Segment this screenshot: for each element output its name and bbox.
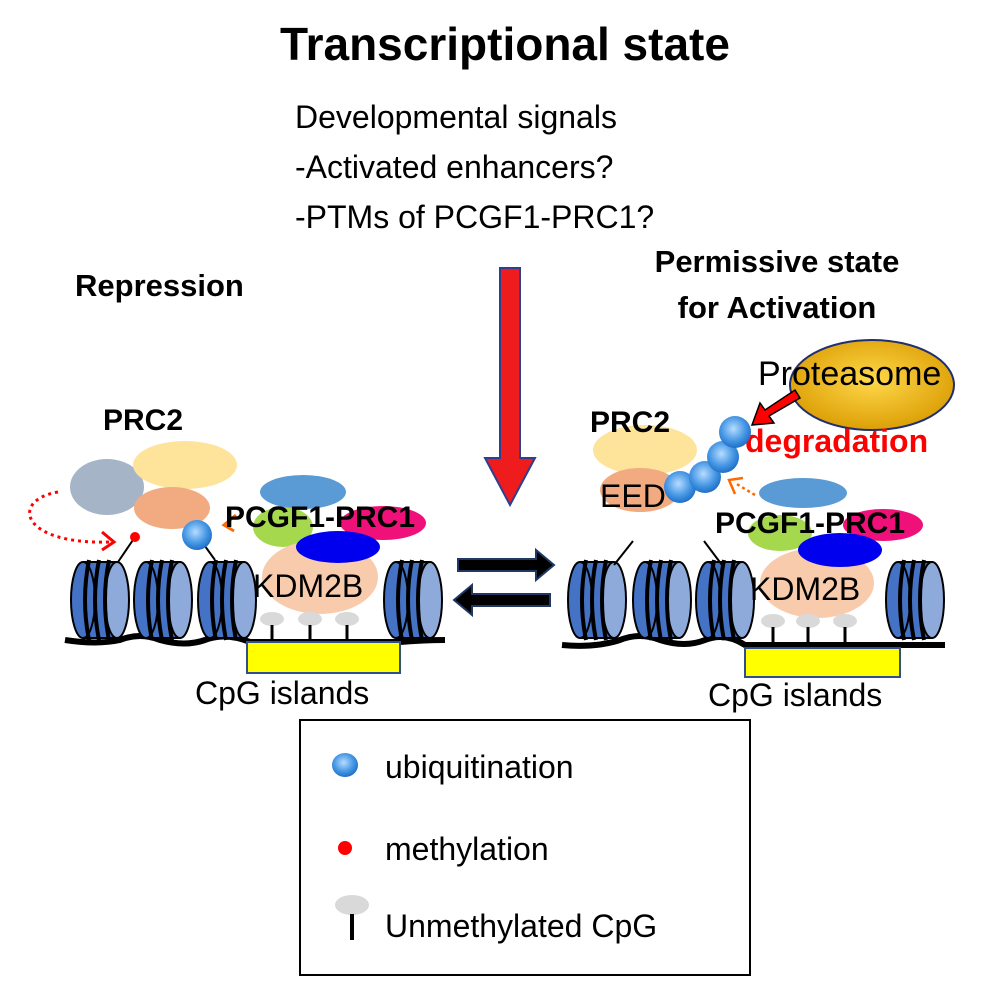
ubiquitination-orange-dotted-arrow: [734, 481, 756, 497]
signal-down-arrow: [483, 267, 537, 508]
right-cpg-label: CpG islands: [708, 677, 882, 713]
proteasome: [789, 339, 955, 431]
forward-arrow: [457, 547, 556, 583]
unmethylated-cpg: [759, 612, 787, 647]
signals-line-2: -Activated enhancers?: [295, 149, 613, 185]
nucleosome: [566, 558, 628, 642]
nucleosome: [884, 558, 946, 642]
nucleosome: [132, 558, 194, 642]
ubiquitin-mark: [182, 520, 212, 550]
right-eed-label: EED: [600, 478, 666, 514]
signals-line-1: Developmental signals: [295, 99, 617, 135]
left-prc2-label: PRC2: [103, 404, 183, 437]
methyl-mark: [130, 532, 140, 542]
nucleosome: [694, 558, 756, 642]
prc2-subunit-eed: [134, 487, 210, 529]
cpg-island-box: [246, 641, 401, 674]
ubiquitination-orange-arrow: [221, 513, 237, 533]
right-prc2-label: PRC2: [590, 406, 670, 439]
left-kdm2b-label: KDM2B: [253, 568, 363, 604]
signals-line-3: -PTMs of PCGF1-PRC1?: [295, 199, 654, 235]
legend-methylation: methylation: [385, 831, 549, 867]
ubiquitin-ball-icon: [332, 753, 358, 777]
degradation-arrow: [750, 388, 802, 426]
left-repression-panel: PRC2 PCGF1-PRC1 KDM2B CpG islands: [28, 404, 446, 711]
unmethylated-cpg: [333, 610, 361, 645]
cpg-island-box: [744, 647, 901, 678]
dna-strand: [561, 633, 945, 649]
diagram-title: Transcriptional state: [280, 18, 730, 70]
right-permissive-panel: Proteasome degradation PRC2 EED PCGF1-PR…: [561, 339, 955, 713]
legend: ubiquitination methylation Unmethylated …: [299, 719, 751, 976]
polyubiquitin-chain: [664, 471, 696, 503]
nucleosome: [382, 558, 444, 642]
unmethylated-cpg: [258, 610, 286, 645]
arrowhead: [101, 530, 117, 552]
legend-ubiquitination: ubiquitination: [385, 749, 574, 785]
nucleosome: [69, 558, 131, 642]
prc2-subunit-yellow: [133, 441, 237, 489]
permissive-label-line-2: for Activation: [678, 290, 877, 325]
methyl-dot-icon: [338, 841, 352, 855]
right-prc1-label: PCGF1-PRC1: [715, 507, 905, 540]
unmethylated-cpg: [831, 612, 859, 647]
right-kdm2b-label: KDM2B: [750, 571, 860, 607]
left-cpg-label: CpG islands: [195, 675, 369, 711]
legend-unmethylated-cpg: Unmethylated CpG: [385, 908, 657, 944]
repression-label: Repression: [75, 268, 244, 303]
degradation-label: degradation: [745, 423, 928, 459]
left-prc1-label: PCGF1-PRC1: [225, 501, 415, 534]
permissive-label-line-1: Permissive state: [655, 244, 900, 279]
methylation-feedback-dotted-arrow: [28, 490, 111, 544]
prc2-subunit-gray: [70, 459, 144, 515]
unmethylated-cpg: [296, 610, 324, 645]
nucleosome: [631, 558, 693, 642]
reverse-arrow: [452, 582, 551, 618]
unmethylated-cpg-lollipop-icon: [335, 895, 369, 915]
nucleosome: [196, 558, 258, 642]
proteasome-label: Proteasome: [758, 355, 941, 393]
unmethylated-cpg: [794, 612, 822, 647]
dna-strand: [64, 633, 446, 647]
